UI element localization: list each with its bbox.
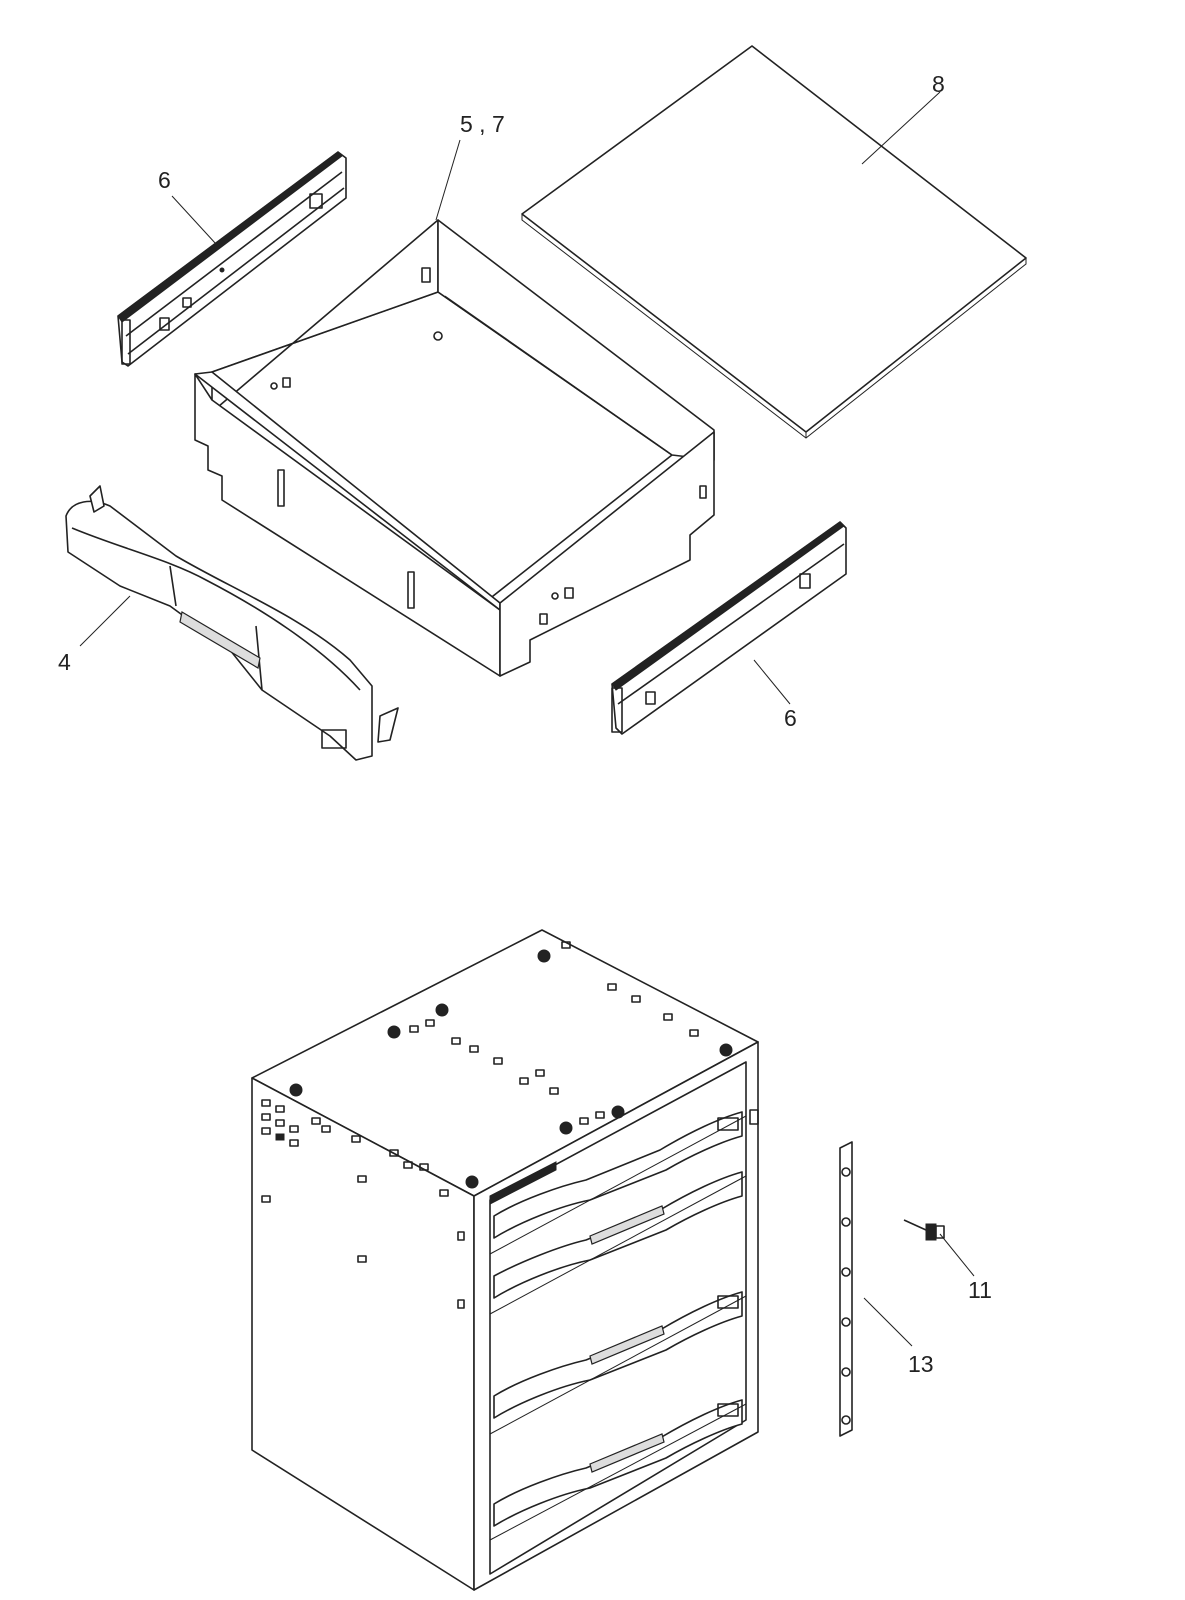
drawer-front-4 (493, 1399, 743, 1527)
callout-rail-left: 6 (158, 167, 171, 193)
callout-panel: 8 (932, 71, 945, 97)
callout-strip: 13 (908, 1351, 934, 1377)
drawer-box-part (194, 219, 715, 677)
callout-drawer-box: 5 , 7 (460, 111, 505, 137)
callout-handle: 4 (58, 649, 71, 675)
callout-knob: 11 (968, 1277, 992, 1303)
rail-left-part (117, 151, 347, 367)
strip-part (839, 1141, 853, 1437)
drawer-front-2 (493, 1171, 743, 1299)
leader-lines (79, 91, 975, 1347)
callout-rail-right: 6 (784, 705, 797, 731)
drawer-front-1 (493, 1111, 743, 1239)
handle-part (65, 485, 399, 761)
drawer-front-3 (493, 1291, 743, 1419)
cabinet-assembly (251, 929, 759, 1591)
knob-part (903, 1219, 945, 1241)
panel-part (521, 45, 1027, 439)
rail-right-part (611, 521, 847, 735)
